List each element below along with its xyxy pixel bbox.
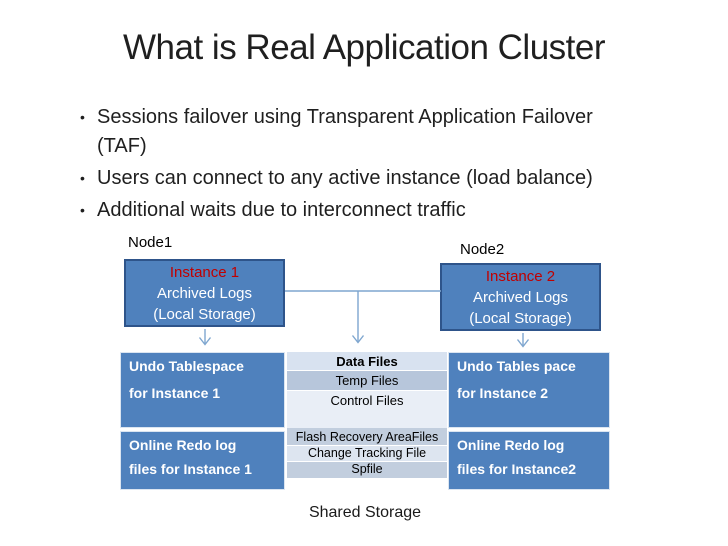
spfile-row: Spfile xyxy=(287,462,447,478)
bullet-line: Additional waits due to interconnect tra… xyxy=(97,199,466,221)
temp-files-row: Temp Files xyxy=(287,371,447,391)
bullet-text: Additional waits due to interconnect tra… xyxy=(97,196,466,225)
bullet-line: Sessions failover using Transparent Appl… xyxy=(97,106,593,128)
bullet-icon: • xyxy=(80,202,85,218)
control-files-row: Control Files xyxy=(287,391,447,411)
instance1-local-storage: (Local Storage) xyxy=(153,306,256,323)
online-redo-instance2-box: Online Redo log files for Instance2 xyxy=(448,431,610,490)
bullet-line: Users can connect to any active instance… xyxy=(97,167,593,189)
down-arrow-to-data-files xyxy=(351,291,365,344)
node2-label: Node2 xyxy=(460,241,505,258)
box-text-line: Undo Tablespace xyxy=(129,358,244,374)
box-text-line: for Instance 1 xyxy=(129,385,221,401)
instance2-box: Instance 2 Archived Logs (Local Storage) xyxy=(440,263,601,331)
instance2-title: Instance 2 xyxy=(485,268,556,285)
instance1-box: Instance 1 Archived Logs (Local Storage) xyxy=(124,259,285,327)
down-arrow-instance2 xyxy=(516,333,530,348)
box-text-line: files for Instance2 xyxy=(457,461,577,477)
bullet-item-sessions-failover: • Sessions failover using Transparent Ap… xyxy=(80,103,712,161)
undo-tablespace-instance2-box: Undo Tables pace for Instance 2 xyxy=(448,352,610,428)
bullet-line: (TAF) xyxy=(97,135,147,157)
online-redo-instance1-box: Online Redo log files for Instance 1 xyxy=(120,431,285,490)
box-text-line: Online Redo log xyxy=(457,437,565,453)
box-text-line: for Instance 2 xyxy=(457,385,549,401)
bullet-icon: • xyxy=(80,170,85,186)
slide-title: What is Real Application Cluster xyxy=(123,28,606,67)
down-arrow-instance1 xyxy=(198,329,212,346)
node1-label: Node1 xyxy=(128,234,173,251)
bullet-list: • Sessions failover using Transparent Ap… xyxy=(80,103,712,228)
bullet-text: Sessions failover using Transparent Appl… xyxy=(97,103,593,161)
bullet-item-load-balance: • Users can connect to any active instan… xyxy=(80,164,712,193)
bullet-text: Users can connect to any active instance… xyxy=(97,164,593,193)
flash-recovery-row: Flash Recovery AreaFiles xyxy=(287,428,447,446)
instance2-local-storage: (Local Storage) xyxy=(469,310,572,327)
shared-files-top-stack: Data Files Temp Files Control Files xyxy=(287,352,447,428)
undo-tablespace-instance1-box: Undo Tablespace for Instance 1 xyxy=(120,352,285,428)
instance2-archived-logs: Archived Logs xyxy=(472,289,569,306)
instance1-title: Instance 1 xyxy=(169,264,240,281)
shared-storage-label: Shared Storage xyxy=(308,504,422,521)
box-text-line: files for Instance 1 xyxy=(129,461,252,477)
bullet-item-interconnect-traffic: • Additional waits due to interconnect t… xyxy=(80,196,712,225)
box-text-line: Undo Tables pace xyxy=(457,358,576,374)
bullet-icon: • xyxy=(80,109,85,125)
box-text-line: Online Redo log xyxy=(129,437,237,453)
shared-files-bottom-stack: Flash Recovery AreaFiles Change Tracking… xyxy=(287,428,447,478)
change-tracking-row: Change Tracking File xyxy=(287,446,447,462)
data-files-row: Data Files xyxy=(287,352,447,371)
instance1-archived-logs: Archived Logs xyxy=(156,285,253,302)
